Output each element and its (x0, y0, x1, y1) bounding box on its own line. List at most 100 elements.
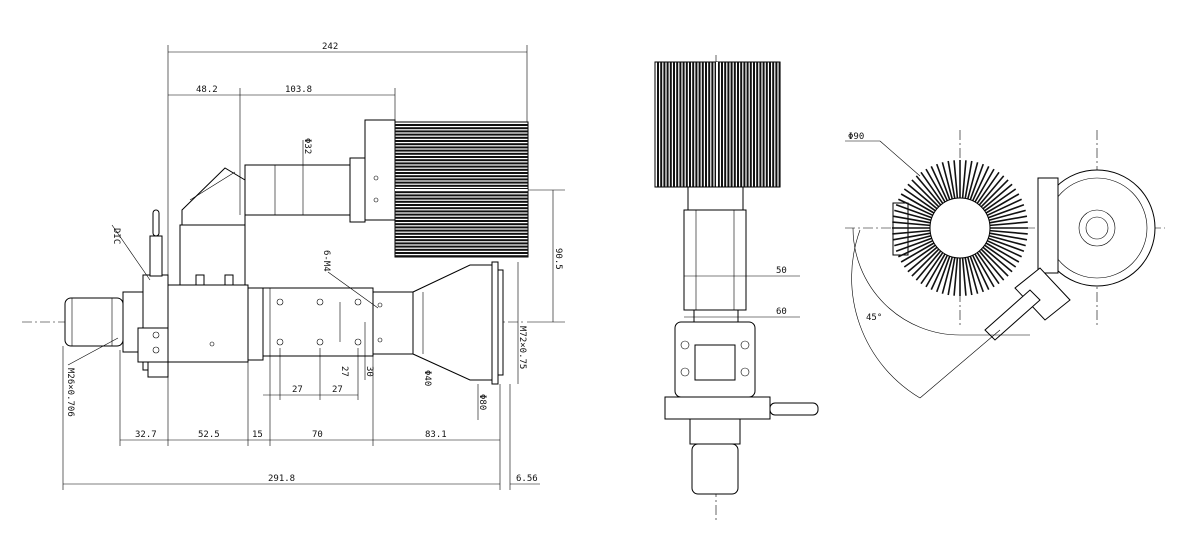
radial-fin (969, 255, 985, 293)
heatsink-fin (395, 146, 528, 149)
radial-fin (900, 242, 935, 263)
heatsink-fin (708, 62, 711, 187)
radial-fin (976, 171, 1000, 204)
heatsink-fin (395, 220, 528, 222)
dim-103-8: 103.8 (285, 85, 312, 95)
radial-fin (974, 168, 995, 203)
main-body (167, 284, 249, 363)
radial-fin (895, 203, 933, 219)
radial-fin (941, 162, 954, 200)
radial-fin (941, 256, 954, 294)
heatsink-fin (395, 255, 528, 258)
radial-fin (978, 250, 1005, 281)
radial-fin (930, 166, 949, 202)
heatsink-fin (711, 62, 714, 187)
heatsink-fin (395, 136, 528, 139)
radial-fin (988, 209, 1026, 222)
heatsink-fin (395, 127, 528, 130)
radial-fin (989, 221, 1028, 227)
heatsink-fin (666, 62, 669, 187)
radial-fin (986, 198, 1022, 217)
dovetail-slider (262, 287, 374, 357)
radial-fin (900, 193, 935, 214)
radial-fin (892, 221, 931, 227)
heatsink-fin (395, 159, 528, 162)
radial-fin (984, 244, 1017, 268)
radial-fin (925, 168, 946, 203)
heatsink-fin (695, 62, 698, 187)
heatsink-fin (395, 245, 528, 248)
radial-fin (989, 215, 1028, 224)
dim-27-vertical: 27 (339, 366, 349, 377)
heatsink-fin (698, 62, 701, 187)
heatsink-fin (395, 162, 528, 165)
heatsink-fin (746, 62, 749, 187)
heatsink-fin (669, 62, 672, 187)
radial-fin (976, 252, 1000, 285)
heatsink-fin (663, 62, 666, 187)
side-camera (691, 443, 739, 495)
dim-angle-45: 45° (866, 313, 882, 323)
dim-27-b: 27 (332, 385, 343, 395)
heatsink-fin (772, 62, 775, 187)
heatsink-fin (395, 140, 528, 142)
left-camera-body (64, 297, 124, 347)
radial-fin (898, 239, 934, 258)
radial-fin (894, 209, 932, 222)
dim-diam-80: Φ80 (477, 394, 487, 410)
heatsink-fin (395, 194, 528, 197)
objective-cone (412, 264, 493, 381)
heatsink-fin (727, 62, 730, 187)
heatsink-fin (395, 172, 528, 174)
radial-fin (911, 179, 940, 208)
radial-fin (915, 175, 942, 206)
dim-83-1: 83.1 (425, 430, 447, 440)
heatsink-fin (701, 62, 704, 187)
dim-m72: M72×0.75 (517, 326, 527, 369)
heatsink-fin (395, 168, 528, 171)
heatsink-fin (395, 204, 528, 206)
dim-6-56: 6.56 (516, 474, 538, 484)
radial-fin (920, 252, 944, 285)
heatsink-fin (724, 62, 727, 187)
heatsink-fin (395, 175, 528, 178)
radial-fin (961, 160, 967, 199)
heatsink-fin (395, 191, 528, 194)
front-dimensions: 242 48.2 103.8 Φ32 DIC 6-M4 90.5 M72×0.7… (62, 42, 565, 490)
dim-60: 60 (776, 307, 787, 317)
radial-fin (947, 160, 956, 199)
heatsink-fin (673, 62, 675, 187)
heatsink-fin (775, 62, 778, 187)
heatsink-fin (730, 62, 733, 187)
heatsink-fin (740, 62, 743, 187)
radial-fin (982, 246, 1013, 273)
radial-fin (953, 160, 959, 199)
heatsink-fin (769, 62, 771, 187)
heatsink-side (654, 61, 781, 188)
heatsink-fin (395, 124, 528, 126)
radial-fin (907, 246, 938, 273)
label-6-m4: 6-M4 (321, 250, 331, 272)
heatsink-fin (778, 62, 781, 187)
radial-fin (911, 248, 940, 277)
radial-fin (964, 257, 973, 296)
heatsink-fin (759, 62, 762, 187)
heatsink-fin (660, 62, 663, 187)
heatsink-fin (395, 213, 528, 216)
heatsink-fin (395, 149, 528, 152)
dim-15: 15 (252, 430, 263, 440)
radial-fin (974, 253, 995, 288)
heatsink-fin (395, 200, 528, 203)
radial-fin (982, 183, 1013, 210)
heatsink-fin (679, 62, 682, 187)
heatsink-fin (765, 62, 768, 187)
radial-fin (985, 193, 1020, 214)
dim-90-5: 90.5 (553, 248, 563, 270)
heatsink-fin (721, 62, 723, 187)
heatsink-fin (749, 62, 752, 187)
radial-fin (947, 257, 956, 296)
radial-fin (898, 198, 934, 217)
heatsink-fin (756, 62, 759, 187)
radial-fin (907, 183, 938, 210)
